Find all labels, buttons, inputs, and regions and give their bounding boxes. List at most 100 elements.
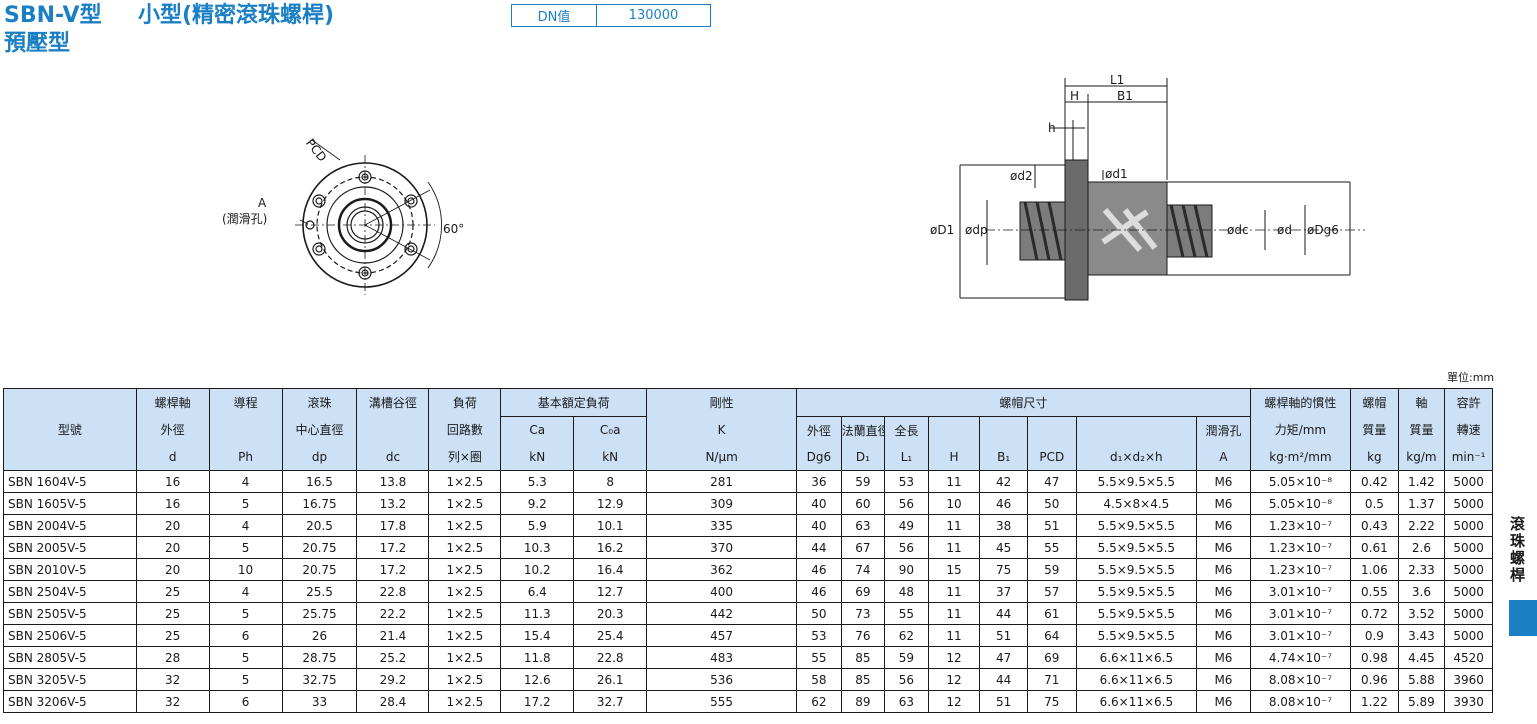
table-cell: 40 (796, 514, 842, 537)
table-cell: 46 (796, 558, 842, 581)
table-cell: 50 (796, 602, 842, 625)
table-cell: 3.43 (1397, 624, 1446, 647)
table-cell: 49 (884, 514, 929, 537)
table-cell: 32.75 (281, 668, 358, 691)
table-cell: 5000 (1444, 492, 1493, 515)
table-cell: 6.6×11×6.5 (1075, 668, 1198, 691)
dim-L1: L1 (1110, 73, 1124, 87)
table-cell: 10.2 (500, 558, 575, 581)
table-cell: 1.23×10⁻⁷ (1249, 514, 1352, 537)
table-cell: 33 (281, 690, 358, 713)
dim-dp: ødp (965, 223, 988, 237)
table-cell: 1×2.5 (428, 690, 502, 713)
table-cell: 10 (927, 492, 981, 515)
table-cell: 4 (208, 580, 283, 603)
table-cell: 309 (646, 492, 798, 515)
header-speed-top: 容許 (1444, 388, 1493, 417)
dim-d: ød (1277, 223, 1292, 237)
header-groove-mid (356, 416, 430, 443)
header-nutmass-mid: 質量 (1350, 416, 1399, 443)
table-cell: 0.5 (1350, 492, 1399, 515)
table-cell: 8.08×10⁻⁷ (1249, 668, 1352, 691)
header-nutmass-unit: kg (1350, 443, 1399, 471)
table-cell: 45 (979, 536, 1028, 559)
table-cell: 25.2 (356, 646, 430, 669)
table-cell: 61 (1026, 602, 1077, 625)
table-cell: 5.9 (500, 514, 575, 537)
header-hole-mid (1075, 416, 1198, 443)
table-cell: 1.06 (1350, 558, 1399, 581)
header-flange-unit: D₁ (840, 443, 886, 471)
table-cell: 5000 (1444, 624, 1493, 647)
table-cell: 5 (208, 536, 283, 559)
table-cell: 5 (208, 646, 283, 669)
table-cell: 6.6×11×6.5 (1075, 690, 1198, 713)
table-cell: 483 (646, 646, 798, 669)
table-cell: M6 (1196, 536, 1251, 559)
table-cell: 16.5 (281, 470, 358, 493)
table-cell: 1×2.5 (428, 602, 502, 625)
header-nut-top: 螺帽尺寸 (796, 388, 1251, 417)
page-title: SBN-V型小型(精密滾珠螺桿) 預壓型 (4, 2, 334, 58)
nut-front-view-drawing: PCD A (潤滑孔) 60° (222, 136, 464, 295)
header-shaft-top: 螺桿軸 (135, 388, 210, 417)
table-cell: 55 (1026, 536, 1077, 559)
table-cell: 6 (208, 690, 283, 713)
product-name: 小型(精密滾珠螺桿) (138, 3, 335, 28)
table-cell: 11 (927, 470, 981, 493)
section-side-tab: 滾珠螺桿 (1510, 515, 1526, 584)
table-cell: 20 (135, 558, 210, 581)
table-cell: 5 (208, 668, 283, 691)
section-side-marker (1509, 600, 1537, 636)
table-cell: 2.6 (1397, 536, 1446, 559)
table-cell: 25.4 (573, 624, 648, 647)
table-cell: 362 (646, 558, 798, 581)
table-cell: 4.74×10⁻⁷ (1249, 646, 1352, 669)
table-cell: 69 (840, 580, 886, 603)
table-cell: M6 (1196, 690, 1251, 713)
table-cell: 5000 (1444, 514, 1493, 537)
header-shaft-unit: d (135, 443, 210, 471)
table-cell: M6 (1196, 624, 1251, 647)
header-h-mid (927, 416, 981, 443)
spec-table: 螺桿軸 導程 滾珠 溝槽谷徑 負荷 基本額定負荷 剛性 螺帽尺寸 螺桿軸的慣性 … (3, 388, 1493, 713)
table-cell: 25 (135, 580, 210, 603)
table-cell: 0.98 (1350, 646, 1399, 669)
table-cell: 8 (573, 470, 648, 493)
table-cell: 62 (884, 624, 929, 647)
table-cell: 0.9 (1350, 624, 1399, 647)
model-cell: SBN 3206V-5 (3, 690, 137, 713)
lube-hole-name: (潤滑孔) (222, 212, 267, 226)
table-cell: 85 (840, 668, 886, 691)
dim-d1: ød1 (1105, 167, 1128, 181)
header-length-unit: L₁ (884, 443, 929, 471)
header-ball-unit: dp (281, 443, 358, 471)
table-cell: 37 (979, 580, 1028, 603)
table-cell: M6 (1196, 646, 1251, 669)
table-cell: 89 (840, 690, 886, 713)
table-cell: 60 (840, 492, 886, 515)
model-cell: SBN 2005V-5 (3, 536, 137, 559)
series-name: SBN-V型 (4, 3, 102, 28)
table-cell: 4520 (1444, 646, 1493, 669)
table-cell: 11 (927, 624, 981, 647)
table-cell: 5000 (1444, 470, 1493, 493)
table-cell: 3960 (1444, 668, 1493, 691)
table-cell: 26.1 (573, 668, 648, 691)
table-cell: 1×2.5 (428, 580, 502, 603)
table-cell: 5.5×9.5×5.5 (1075, 470, 1198, 493)
table-cell: 21.4 (356, 624, 430, 647)
table-cell: 28 (135, 646, 210, 669)
table-cell: 11 (927, 536, 981, 559)
table-cell: 0.43 (1350, 514, 1399, 537)
table-cell: 1×2.5 (428, 492, 502, 515)
table-cell: 442 (646, 602, 798, 625)
header-outer-unit: Dg6 (796, 443, 842, 471)
table-cell: 75 (979, 558, 1028, 581)
model-cell: SBN 3205V-5 (3, 668, 137, 691)
header-lube-mid: 潤滑孔 (1196, 416, 1251, 443)
table-cell: 12 (927, 646, 981, 669)
